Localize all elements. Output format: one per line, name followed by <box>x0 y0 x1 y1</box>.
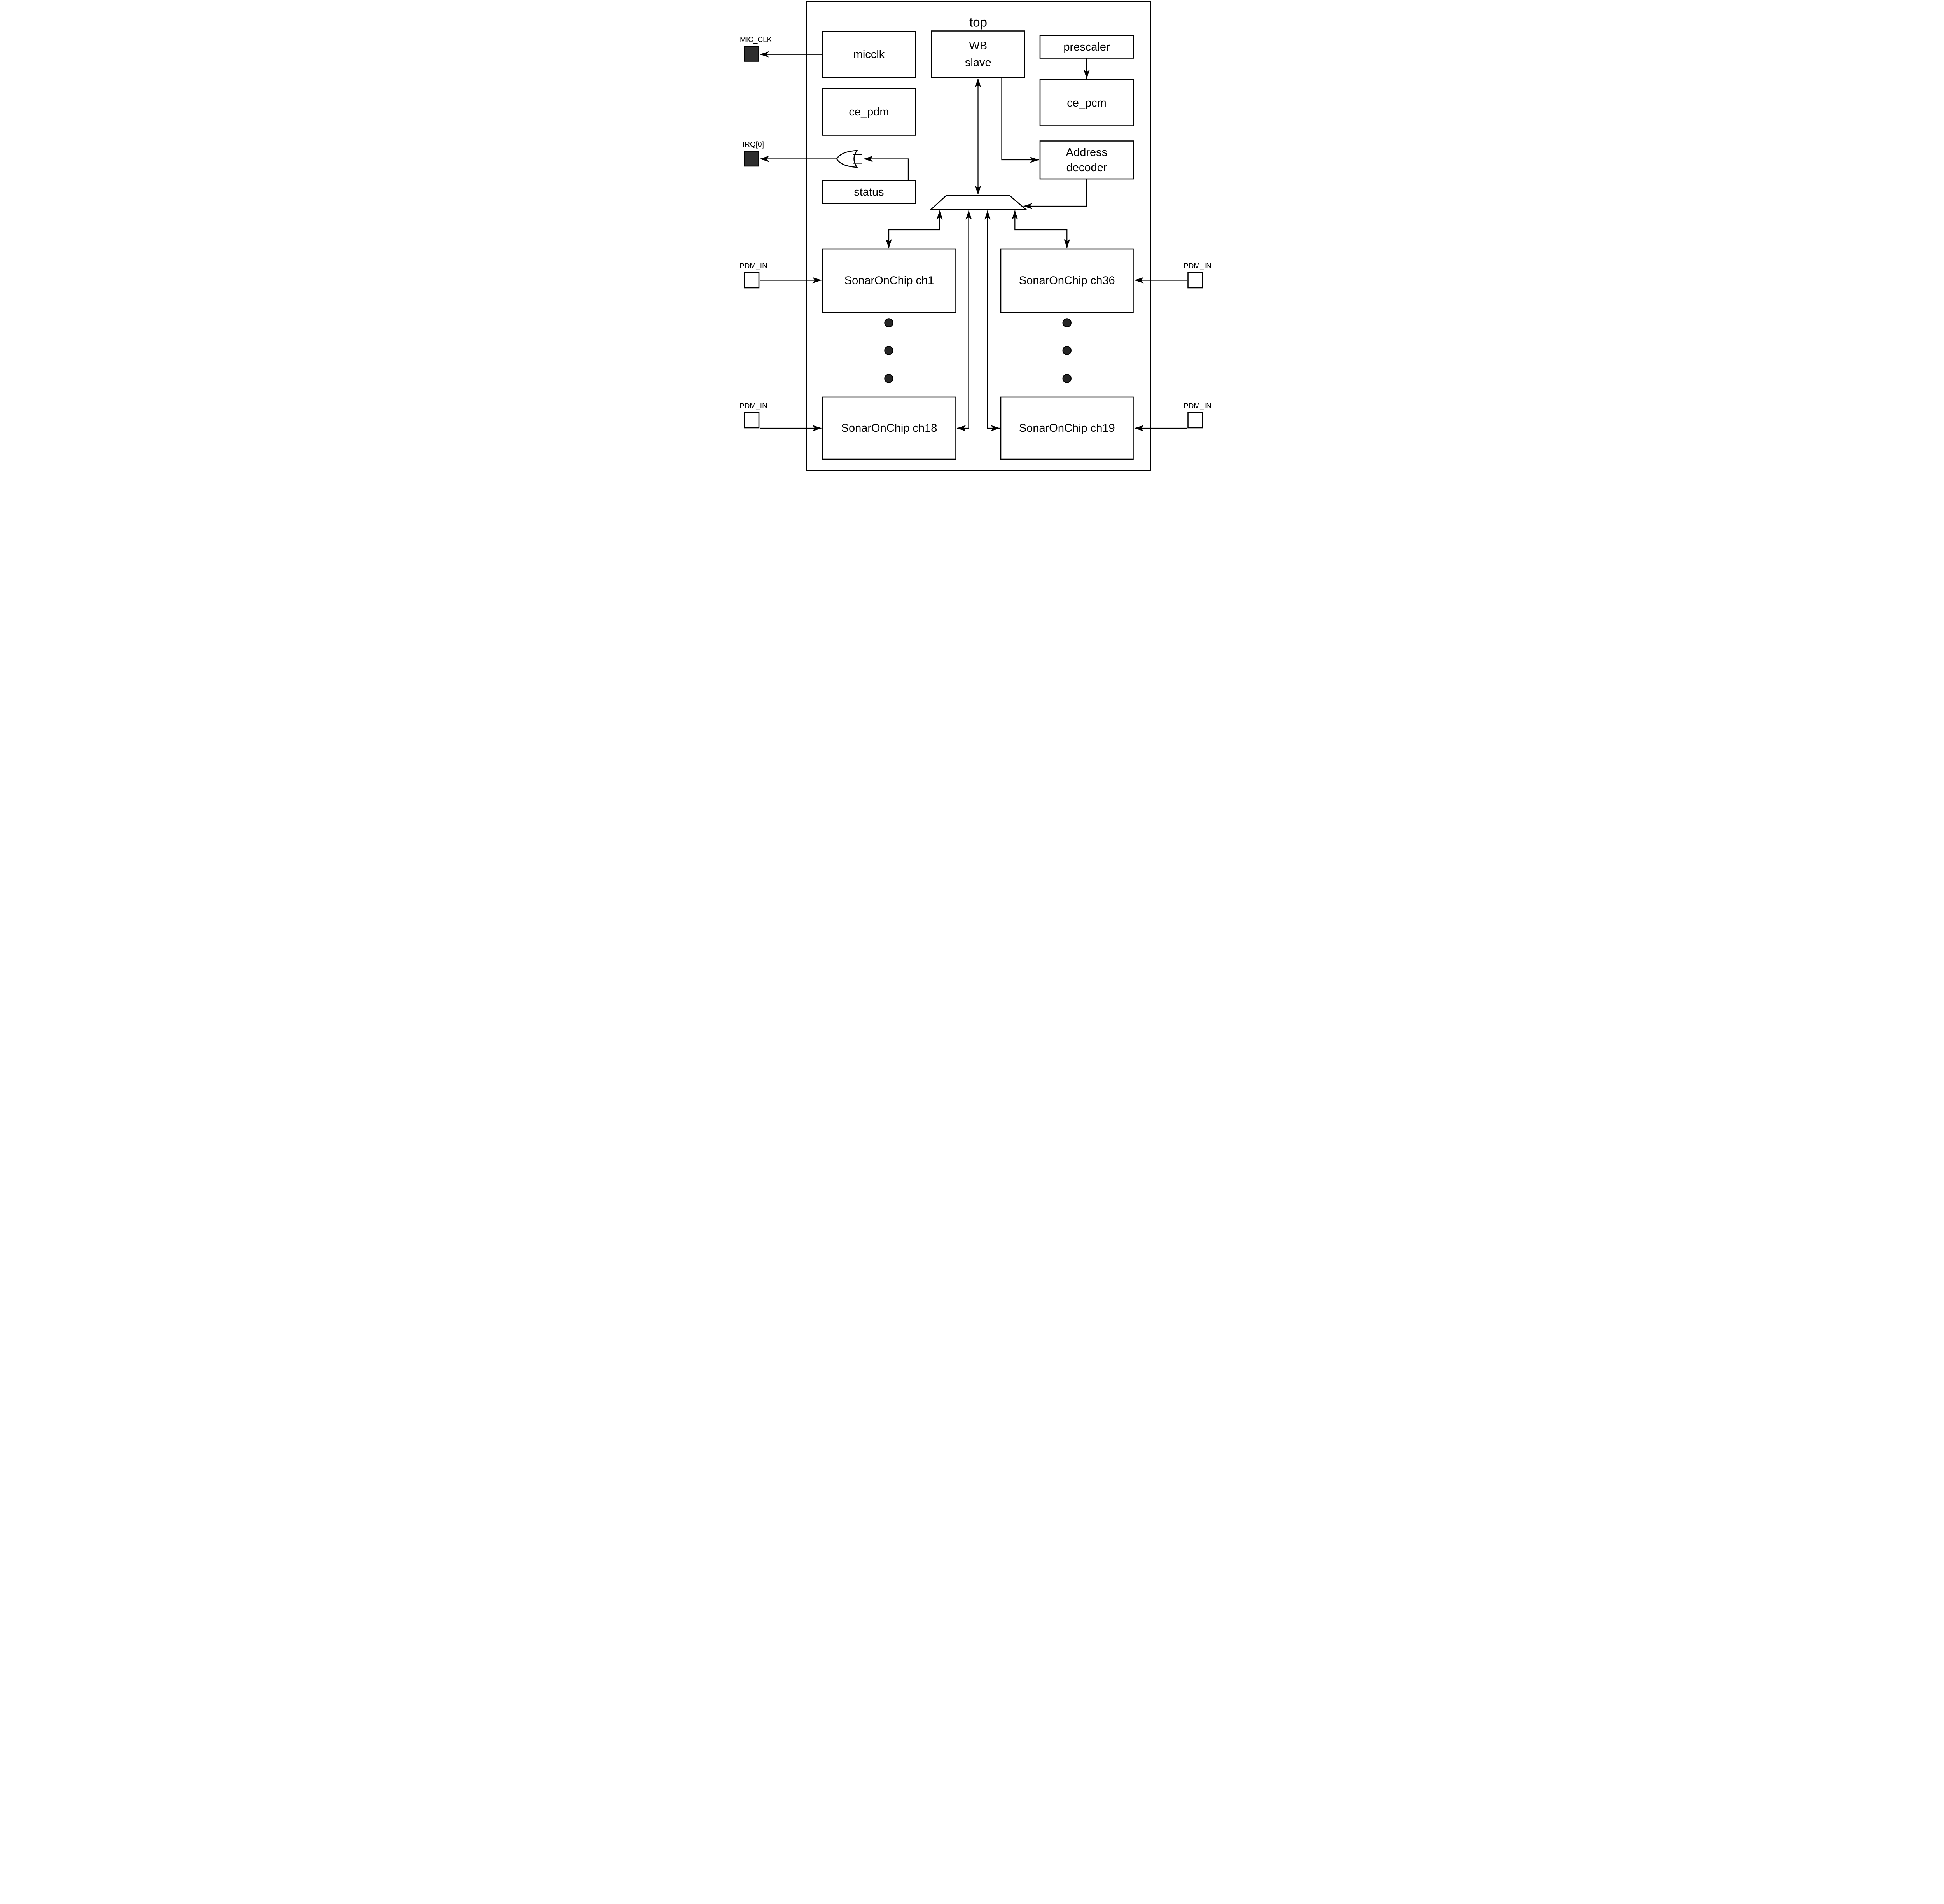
pdm-in-pin-label: PDM_IN <box>739 262 767 270</box>
wire-ch36-mux <box>1012 210 1070 248</box>
mic-clk-pin <box>744 46 759 62</box>
ce-pdm-block: ce_pdm <box>822 88 916 136</box>
wire-wbslave-to-address-decoder <box>1001 77 1039 163</box>
ce-pcm-block: ce_pcm <box>1039 79 1134 126</box>
address-decoder-box <box>1039 140 1134 180</box>
top-module-title: top <box>969 15 987 30</box>
sonar-ch18-box <box>822 396 956 460</box>
sonar-ch36-label: SonarOnChip ch36 <box>1019 275 1115 287</box>
top-module-border <box>806 1 1151 471</box>
wire-ch19-mux <box>984 210 1000 431</box>
wb-slave-label-line1: WB <box>969 40 987 52</box>
address-decoder-label-line1: Address <box>1066 146 1107 159</box>
sonar-on-chip-block-diagram: top micclk ce_pdm WB slave prescaler <box>739 1 1212 471</box>
wb-slave-box <box>931 30 1025 78</box>
block-diagram-page: top micclk ce_pdm WB slave prescaler <box>725 0 1219 476</box>
pdm-in-pin <box>1187 412 1203 429</box>
ce-pdm-box <box>822 88 916 136</box>
micclk-block: micclk <box>822 31 916 78</box>
wb-slave-label-line2: slave <box>965 56 991 69</box>
ce-pcm-box <box>1039 79 1134 126</box>
micclk-box <box>822 31 916 78</box>
ce-pcm-label: ce_pcm <box>1067 97 1107 109</box>
irq0-pin-label: IRQ[0] <box>743 141 764 149</box>
sonar-ch19-label: SonarOnChip ch19 <box>1019 422 1115 434</box>
sonar-ch19-block: SonarOnChip ch19 <box>1000 396 1134 460</box>
channel-ellipsis-left <box>884 318 893 383</box>
pdm-in-bottom-right-pin-group: PDM_IN <box>1184 402 1212 429</box>
sonar-ch19-box <box>1000 396 1134 460</box>
wb-slave-block: WB slave <box>931 30 1025 78</box>
ellipsis-dot <box>1062 318 1072 327</box>
ellipsis-dot <box>1062 346 1072 355</box>
pdm-in-top-left-pin-group: PDM_IN <box>739 262 767 289</box>
pdm-in-pin <box>744 272 760 289</box>
or-gate-icon <box>836 150 858 168</box>
pdm-in-pin-label: PDM_IN <box>739 402 767 410</box>
status-box <box>822 180 916 204</box>
mic-clk-pin-group: MIC_CLK <box>740 36 772 62</box>
sonar-ch1-label: SonarOnChip ch1 <box>844 275 934 287</box>
mic-clk-pin-label: MIC_CLK <box>740 36 772 44</box>
wire-status-to-orgate <box>864 156 909 180</box>
sonar-ch36-block: SonarOnChip ch36 <box>1000 248 1134 313</box>
irq-or-gate <box>836 150 862 168</box>
ellipsis-dot <box>884 346 893 355</box>
pdm-in-pin-label: PDM_IN <box>1184 402 1212 410</box>
sonar-ch18-block: SonarOnChip ch18 <box>822 396 956 460</box>
ellipsis-dot <box>884 374 893 383</box>
ce-pdm-label: ce_pdm <box>849 106 889 118</box>
sonar-ch1-box <box>822 248 956 313</box>
pdm-in-pin <box>744 412 760 429</box>
wire-address-decoder-to-mux <box>1023 179 1087 209</box>
status-block: status <box>822 180 916 204</box>
pdm-in-bottom-left-pin-group: PDM_IN <box>739 402 767 429</box>
sonar-ch18-label: SonarOnChip ch18 <box>841 422 937 434</box>
sonar-ch36-box <box>1000 248 1134 313</box>
pdm-in-pin <box>1187 272 1203 289</box>
micclk-label: micclk <box>853 48 885 61</box>
irq0-pin-group: IRQ[0] <box>743 141 764 167</box>
prescaler-block: prescaler <box>1039 35 1134 59</box>
address-decoder-label-line2: decoder <box>1066 161 1107 174</box>
mux-trapezoid <box>929 195 1028 210</box>
ellipsis-dot <box>1062 374 1072 383</box>
pdm-in-pin-label: PDM_IN <box>1184 262 1212 270</box>
ellipsis-dot <box>884 318 893 327</box>
irq0-pin <box>744 150 759 167</box>
pdm-in-top-right-pin-group: PDM_IN <box>1184 262 1212 289</box>
address-decoder-block: Address decoder <box>1039 140 1134 180</box>
wire-ch18-mux <box>956 210 972 431</box>
prescaler-label: prescaler <box>1063 41 1110 53</box>
status-label: status <box>854 186 884 198</box>
wire-ch1-mux <box>886 210 943 248</box>
channel-ellipsis-right <box>1062 318 1072 383</box>
sonar-ch1-block: SonarOnChip ch1 <box>822 248 956 313</box>
prescaler-box <box>1039 35 1134 59</box>
